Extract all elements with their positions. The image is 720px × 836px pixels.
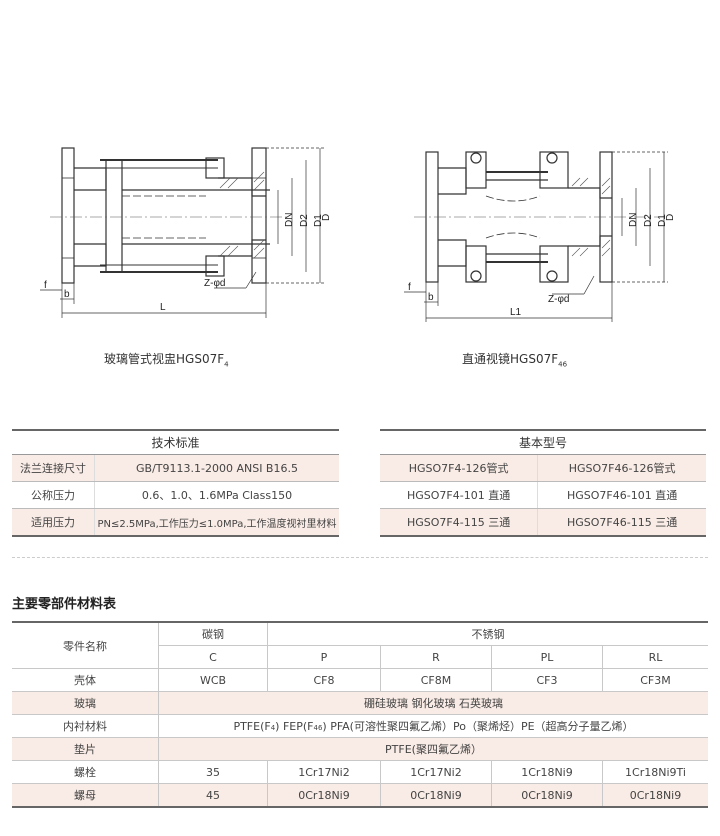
glass-tube-sight-drawing: DN D2 D1 D Z-φd f b L — [40, 147, 332, 318]
label-length-r: L1 — [510, 307, 522, 318]
header-part-name: 零件名称 — [12, 621, 159, 669]
table-row: 螺栓 35 1Cr17Ni2 1Cr17Ni2 1Cr18Ni9 1Cr18Ni… — [12, 760, 708, 784]
table-row: HGSO7F4-115 三通 HGSO7F46-115 三通 — [380, 508, 706, 537]
label-d1: D1 — [313, 214, 324, 227]
table-row: 螺母 45 0Cr18Ni9 0Cr18Ni9 0Cr18Ni9 0Cr18Ni… — [12, 783, 708, 808]
table-row: 内衬材料 PTFE(F4) FEP(F46) PFA(可溶性聚四氟乙烯）Po（聚… — [12, 714, 708, 738]
label-f-r: f — [408, 282, 411, 293]
label-dn-r: DN — [628, 213, 639, 227]
section-divider — [12, 557, 708, 558]
table-row: 壳体 WCB CF8 CF8M CF3 CF3M — [12, 668, 708, 692]
tech-table-title: 技术标准 — [12, 429, 339, 455]
label-d2-r: D2 — [643, 214, 654, 227]
header-code-rl: RL — [602, 645, 708, 669]
table-row: HGSO7F4-101 直通 HGSO7F46-101 直通 — [380, 481, 706, 509]
table-row: HGSO7F4-126管式 HGSO7F46-126管式 — [380, 454, 706, 482]
basic-table-title: 基本型号 — [380, 429, 706, 455]
header-code-r: R — [380, 645, 492, 669]
right-flange — [251, 147, 267, 284]
label-d: D — [321, 214, 332, 221]
table-row: 玻璃 硼硅玻璃 钢化玻璃 石英玻璃 — [12, 691, 708, 715]
tech-standards-table: 技术标准 法兰连接尺寸 GB/T9113.1-2000 ANSI B16.5 公… — [12, 429, 339, 537]
header-code-p: P — [267, 645, 381, 669]
straight-sight-glass-drawing: DN D2 D1 D Z-φd f b L1 — [404, 151, 676, 322]
materials-table: 零件名称 碳钢 不锈钢 C P R PL RL 壳体 WCB CF8 CF8M … — [12, 621, 708, 808]
header-code-pl: PL — [491, 645, 603, 669]
label-z-hole: Z-φd — [204, 278, 225, 289]
basic-models-table: 基本型号 HGSO7F4-126管式 HGSO7F46-126管式 HGSO7F… — [380, 429, 706, 537]
table-row: 公称压力 0.6、1.0、1.6MPa Class150 — [12, 481, 339, 509]
left-flange — [61, 147, 75, 284]
label-b: b — [64, 289, 70, 300]
label-d2: D2 — [299, 214, 310, 227]
lining-materials: PTFE(F4) FEP(F46) PFA(可溶性聚四氟乙烯）Po（聚烯烃）PE… — [158, 714, 708, 738]
left-drawing-caption: 玻璃管式视盅HGS07F4 — [104, 352, 229, 369]
label-z-hole-r: Z-φd — [548, 294, 569, 305]
label-d-r: D — [665, 214, 676, 221]
header-stainless-steel: 不锈钢 — [267, 621, 708, 646]
table-row: 适用压力 PN≤2.5MPa,工作压力≤1.0MPa,工作温度视衬里材料 — [12, 508, 339, 537]
header-carbon-steel: 碳钢 — [158, 621, 268, 646]
header-code-c: C — [158, 645, 268, 669]
label-dn: DN — [284, 213, 295, 227]
label-length: L — [160, 302, 166, 313]
right-drawing-caption: 直通视镜HGS07F46 — [462, 352, 568, 369]
materials-title: 主要零部件材料表 — [12, 597, 117, 612]
table-row: 垫片 PTFE(聚四氟乙烯） — [12, 737, 708, 761]
label-f: f — [44, 280, 47, 291]
label-b-r: b — [428, 292, 434, 303]
label-d1-r: D1 — [657, 214, 668, 227]
table-row: 法兰连接尺寸 GB/T9113.1-2000 ANSI B16.5 — [12, 454, 339, 482]
